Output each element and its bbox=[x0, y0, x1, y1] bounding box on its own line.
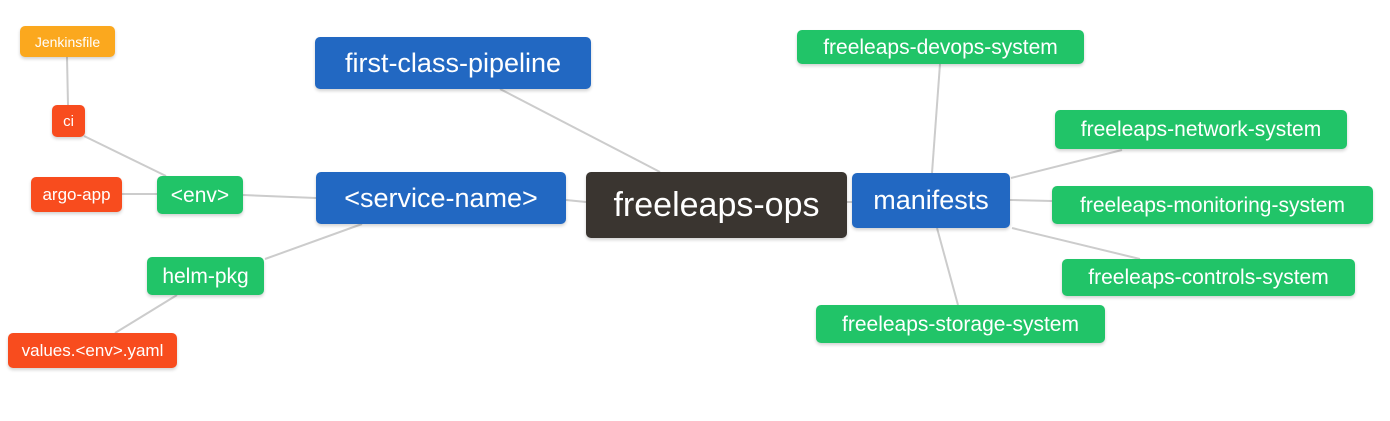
node-values-env-yaml[interactable]: values.<env>.yaml bbox=[8, 333, 177, 368]
node-first-class-pipeline[interactable]: first-class-pipeline bbox=[315, 37, 591, 89]
edge-first-class-pipeline-to-freeleaps-ops bbox=[499, 88, 661, 173]
edge-manifests-to-freeleaps-controls-system bbox=[1011, 227, 1141, 260]
node-ci[interactable]: ci bbox=[52, 105, 85, 137]
node-helm-pkg[interactable]: helm-pkg bbox=[147, 257, 264, 295]
node-freeleaps-controls-system[interactable]: freeleaps-controls-system bbox=[1062, 259, 1355, 296]
node-jenkinsfile[interactable]: Jenkinsfile bbox=[20, 26, 115, 57]
edge-ci-to-env bbox=[83, 135, 167, 177]
edge-manifests-to-freeleaps-monitoring-system bbox=[1009, 199, 1053, 202]
edge-helm-pkg-to-values-env-yaml bbox=[114, 294, 178, 334]
node-manifests[interactable]: manifests bbox=[852, 173, 1010, 228]
edge-service-name-to-helm-pkg bbox=[264, 223, 363, 260]
edge-jenkinsfile-to-ci bbox=[66, 56, 69, 106]
node-service-name[interactable]: <service-name> bbox=[316, 172, 566, 224]
edge-env-to-service-name bbox=[242, 194, 317, 199]
edge-manifests-to-freeleaps-storage-system bbox=[936, 227, 959, 306]
node-freeleaps-monitoring-system[interactable]: freeleaps-monitoring-system bbox=[1052, 186, 1373, 224]
edge-freeleaps-devops-system-to-manifests bbox=[931, 63, 941, 174]
node-env[interactable]: <env> bbox=[157, 176, 243, 214]
edge-service-name-to-freeleaps-ops bbox=[565, 199, 587, 203]
node-freeleaps-devops-system[interactable]: freeleaps-devops-system bbox=[797, 30, 1084, 64]
node-argo-app[interactable]: argo-app bbox=[31, 177, 122, 212]
node-freeleaps-network-system[interactable]: freeleaps-network-system bbox=[1055, 110, 1347, 149]
node-freeleaps-storage-system[interactable]: freeleaps-storage-system bbox=[816, 305, 1105, 343]
node-freeleaps-ops[interactable]: freeleaps-ops bbox=[586, 172, 847, 238]
edge-manifests-to-freeleaps-network-system bbox=[1010, 149, 1123, 179]
